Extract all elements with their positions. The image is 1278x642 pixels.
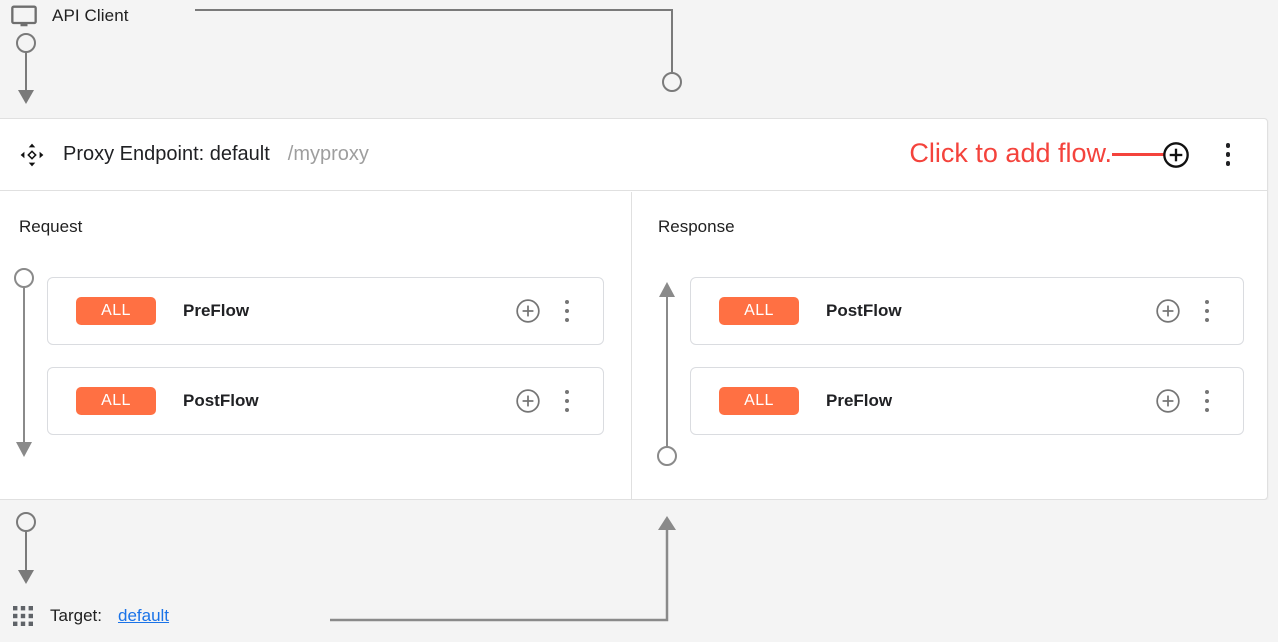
monitor-icon [10, 2, 38, 30]
kebab-dot [565, 317, 569, 322]
proxy-to-target-connector [16, 512, 36, 584]
add-flow-button[interactable] [1161, 140, 1191, 170]
flow-badge: ALL [76, 387, 156, 415]
request-flow-arrow [14, 268, 34, 457]
flow-badge: ALL [719, 387, 799, 415]
flow-add-step-button[interactable] [1155, 388, 1181, 414]
proxy-endpoint-menu-button[interactable] [1213, 138, 1243, 172]
kebab-dot [565, 309, 569, 313]
flow-menu-button[interactable] [1195, 295, 1219, 327]
client-canvas-strip: API Client [0, 0, 1278, 118]
flow-add-step-button[interactable] [515, 388, 541, 414]
proxy-basepath: /myproxy [287, 143, 369, 165]
flow-name: PostFlow [183, 391, 259, 410]
flow-add-step-button[interactable] [515, 298, 541, 324]
kebab-dot [565, 407, 569, 412]
kebab-dot [565, 390, 569, 395]
api-client-node[interactable]: API Client [10, 2, 129, 30]
flow-columns: Request ALL PreFlow [0, 192, 1267, 499]
request-flow-list: ALL PreFlow [47, 277, 604, 457]
client-to-proxy-connector [195, 9, 682, 92]
flow-card-response-postflow[interactable]: ALL PostFlow [690, 277, 1244, 345]
target-endpoint-link[interactable]: default [117, 606, 170, 625]
grid-apps-icon [12, 605, 34, 627]
kebab-dot [1205, 399, 1209, 403]
target-label: Target: [50, 606, 102, 625]
target-node[interactable]: Target: default [12, 605, 169, 627]
kebab-dot [1205, 317, 1209, 322]
request-column: Request ALL PreFlow [0, 192, 632, 499]
flow-name: PreFlow [826, 391, 893, 410]
flow-name: PreFlow [183, 301, 250, 320]
kebab-dot [565, 300, 569, 305]
response-flow-arrow [657, 282, 677, 466]
target-to-proxy-connector [330, 516, 676, 622]
flow-card-response-preflow[interactable]: ALL PreFlow [690, 367, 1244, 435]
response-column-title: Response [658, 217, 735, 236]
move-handle-icon[interactable] [19, 142, 45, 168]
kebab-dot [1225, 161, 1231, 166]
api-client-label: API Client [52, 6, 129, 25]
kebab-dot [1205, 390, 1209, 395]
target-canvas-strip: Target: default [0, 500, 1278, 642]
request-column-title: Request [19, 217, 83, 236]
kebab-dot [1225, 152, 1231, 157]
response-column: Response ALL PostFlow [632, 192, 1267, 499]
kebab-dot [1205, 407, 1209, 412]
client-request-connector [16, 33, 36, 104]
flow-card-request-preflow[interactable]: ALL PreFlow [47, 277, 604, 345]
flow-name: PostFlow [826, 301, 902, 320]
proxy-endpoint-header: Proxy Endpoint: default /myproxy Click t… [0, 119, 1267, 191]
add-flow-hint: Click to add flow. [909, 138, 1112, 168]
flow-menu-button[interactable] [555, 385, 579, 417]
kebab-dot [1225, 143, 1231, 148]
flow-add-step-button[interactable] [1155, 298, 1181, 324]
flow-menu-button[interactable] [555, 295, 579, 327]
flow-menu-button[interactable] [1195, 385, 1219, 417]
kebab-dot [1205, 300, 1209, 305]
flow-badge: ALL [719, 297, 799, 325]
kebab-dot [565, 399, 569, 403]
flow-badge: ALL [76, 297, 156, 325]
response-flow-list: ALL PostFlow [690, 277, 1244, 457]
flow-card-request-postflow[interactable]: ALL PostFlow [47, 367, 604, 435]
proxy-endpoint-panel: Proxy Endpoint: default /myproxy Click t… [0, 118, 1268, 500]
proxy-endpoint-title: Proxy Endpoint: default [63, 143, 270, 165]
add-flow-pointer-line [1112, 153, 1164, 156]
kebab-dot [1205, 309, 1209, 313]
